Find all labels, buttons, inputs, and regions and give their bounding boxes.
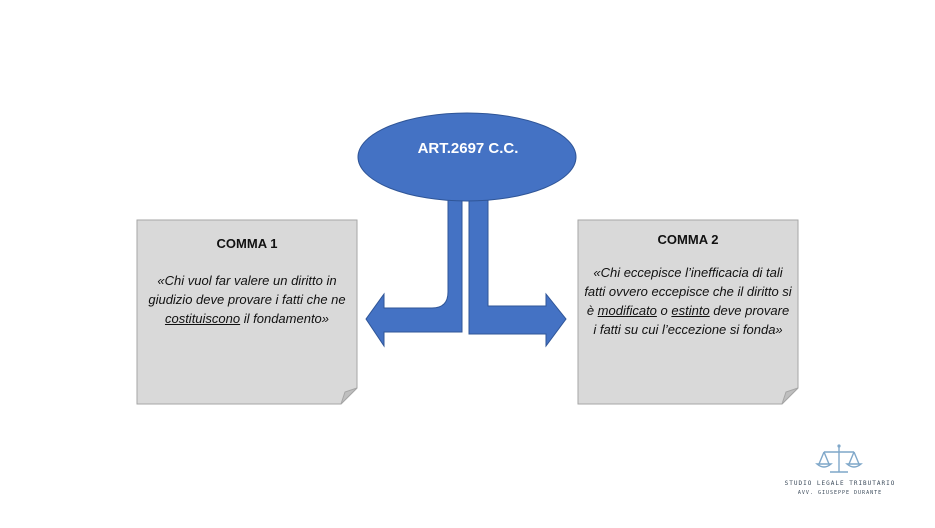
note-comma-1: COMMA 1 «Chi vuol far valere un diritto … xyxy=(140,222,354,328)
note-comma-2-text-c: deve provare i fatti su cui l’eccezione … xyxy=(593,303,790,337)
logo-name: STUDIO LEGALE TRIBUTARIO xyxy=(784,480,896,487)
center-label: ART.2697 C.C. xyxy=(417,140,519,157)
note-comma-2-text-a: «Chi eccepisce l’inefficacia di tali fat… xyxy=(584,265,792,318)
note-comma-2-text-b: o xyxy=(656,303,672,318)
note-comma-2: COMMA 2 «Chi eccepisce l’inefficacia di … xyxy=(580,222,796,339)
note-comma-2-body: «Chi eccepisce l’inefficacia di tali fat… xyxy=(584,263,792,339)
arrow-to-comma-1 xyxy=(365,197,463,348)
note-comma-2-underlined-a: modificato xyxy=(597,303,657,318)
arrow-to-comma-2 xyxy=(468,197,567,348)
note-comma-1-body: «Chi vuol far valere un diritto in giudi… xyxy=(146,271,348,328)
logo-author: AVV. GIUSEPPE DURANTE xyxy=(797,490,883,496)
note-comma-1-text-a: «Chi vuol far valere un diritto in giudi… xyxy=(148,273,346,307)
note-comma-2-underlined-b: estinto xyxy=(671,303,710,318)
note-comma-1-text-b: il fondamento» xyxy=(240,311,330,326)
note-comma-2-fold xyxy=(781,387,799,405)
scales-of-justice-icon xyxy=(815,444,863,473)
center-ellipse xyxy=(357,112,577,202)
note-comma-1-title: COMMA 1 xyxy=(216,236,278,251)
note-comma-1-fold xyxy=(340,387,358,405)
note-comma-2-title: COMMA 2 xyxy=(657,232,719,247)
note-comma-1-underlined-a: costituiscono xyxy=(164,311,241,326)
